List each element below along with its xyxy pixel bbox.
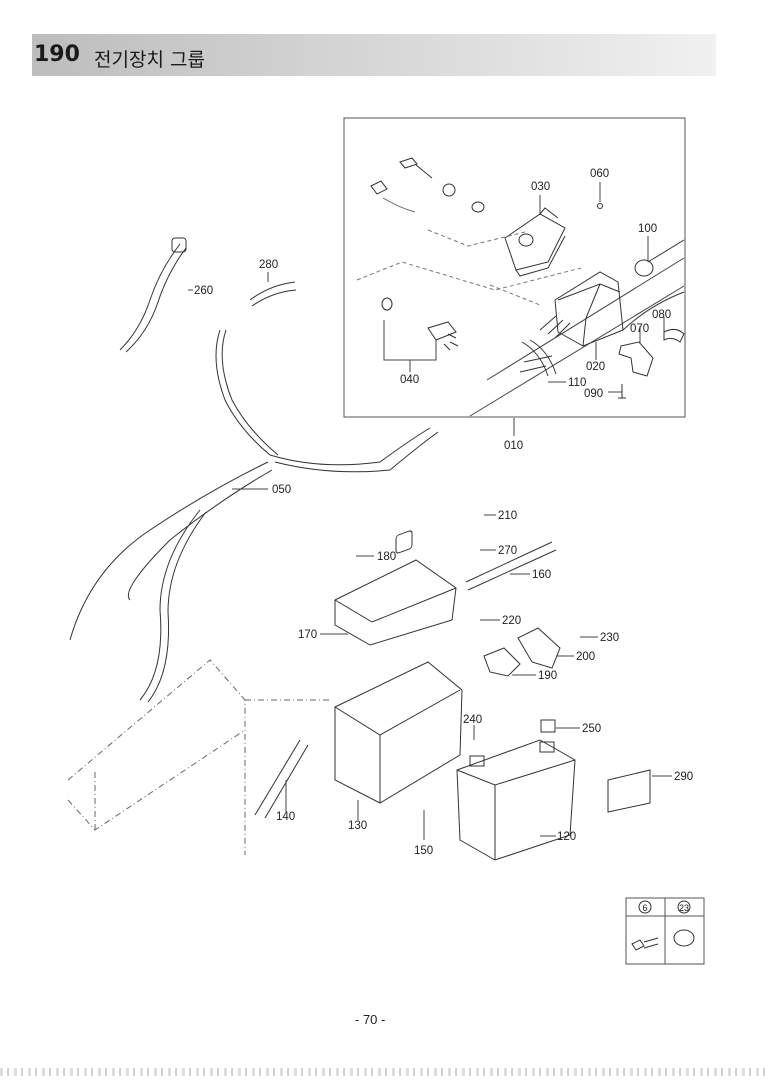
legend-left-code: 6	[642, 903, 647, 913]
label-220: 220	[502, 615, 521, 627]
legend-right-circle	[677, 900, 691, 914]
section-number: 190	[34, 42, 80, 67]
label-070: 070	[630, 323, 649, 335]
detail-inset-box	[343, 117, 686, 418]
label-120: 120	[557, 831, 576, 843]
leader-lines	[188, 182, 672, 840]
label-110: 110	[568, 377, 586, 389]
fastener-legend	[625, 897, 705, 965]
screw-060	[597, 203, 603, 209]
label-150: 150	[414, 845, 433, 857]
legend-left-circle	[638, 900, 652, 914]
label-140: 140	[276, 811, 295, 823]
label-090: 090	[584, 388, 603, 400]
steering-column	[469, 239, 685, 417]
battery-case-130	[334, 530, 463, 804]
stay-bar-160	[465, 541, 557, 591]
bolt-icon	[631, 937, 659, 951]
relay-200	[517, 627, 561, 669]
clamp-070	[618, 341, 654, 377]
label-230: 230	[600, 632, 619, 644]
label-060: 060	[590, 168, 609, 180]
label-010: 010	[504, 440, 523, 452]
mounting-frame	[67, 659, 330, 855]
inset-dashed-guides	[356, 229, 582, 306]
battery-120	[456, 739, 576, 861]
label-270: 270	[498, 545, 517, 557]
label-210: 210	[498, 510, 517, 522]
label-080: 080	[652, 309, 671, 321]
label-280: 280	[259, 259, 278, 271]
label-260: 260	[194, 285, 213, 297]
label-180: 180	[377, 551, 396, 563]
switch-bracket-030	[504, 207, 566, 277]
label-030: 030	[531, 181, 550, 193]
label-050: 050	[272, 484, 291, 496]
label-190: 190	[538, 670, 557, 682]
cushion-080	[663, 328, 685, 343]
label-290: 290	[674, 771, 693, 783]
battery-cover-170	[334, 559, 457, 646]
section-title: 전기장치 그룹	[94, 49, 205, 71]
fuse-250	[540, 719, 556, 733]
label-040: 040	[400, 374, 419, 386]
label-160: 160	[532, 569, 551, 581]
part-number-labels: 030 060 100 080 070 020 110 090 040 010 …	[194, 168, 693, 913]
ignition-key	[370, 157, 485, 213]
nut-icon	[673, 929, 695, 947]
label-020: 020	[586, 361, 605, 373]
switch-cover-020	[554, 271, 624, 347]
label-130: 130	[348, 820, 367, 832]
scan-edge-strip	[0, 1068, 770, 1076]
stay-140	[254, 739, 309, 819]
bolt-090	[618, 384, 626, 399]
connector-040	[381, 297, 459, 351]
label-200: 200	[576, 651, 595, 663]
regulator-190	[483, 647, 521, 677]
legend-right-code: 23	[679, 903, 689, 913]
label-100: 100	[638, 223, 657, 235]
page-number: - 70 -	[355, 1012, 386, 1027]
section-header: 190 전기장치 그룹	[32, 34, 716, 76]
wire-harness	[69, 237, 439, 703]
caution-label-290	[607, 769, 651, 813]
label-250: 250	[582, 723, 601, 735]
cable-band-110	[519, 315, 571, 377]
label-170: 170	[298, 629, 317, 641]
label-240: 240	[463, 714, 482, 726]
